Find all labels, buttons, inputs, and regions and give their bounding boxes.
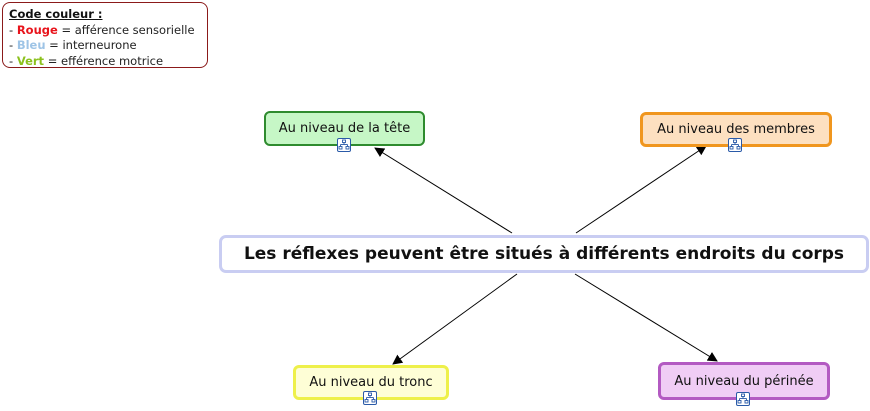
legend-keyword-vert: Vert <box>16 53 45 68</box>
link-to-perinee <box>574 273 718 362</box>
legend-prefix: - <box>9 22 17 37</box>
legend-item-bleu: - Bleu = interneurone <box>9 38 201 54</box>
central-topic-label: Les réflexes peuvent être situés à diffé… <box>243 244 845 264</box>
legend-prefix: - <box>9 38 17 52</box>
subtopic-tete[interactable]: Au niveau de la tête <box>264 111 425 146</box>
legend-keyword-rouge: Rouge <box>16 22 58 37</box>
central-topic[interactable]: Les réflexes peuvent être situés à diffé… <box>219 235 869 273</box>
legend-text: = efférence motrice <box>44 53 164 68</box>
color-code-legend: Code couleur : - Rouge = afférence senso… <box>2 2 208 68</box>
legend-item-vert: - Vert = efférence motrice <box>9 54 201 70</box>
sitemap-icon[interactable] <box>337 138 351 152</box>
legend-keyword-bleu: Bleu <box>16 38 46 52</box>
legend-text: = afférence sensorielle <box>57 22 195 37</box>
sitemap-icon[interactable] <box>728 138 742 152</box>
link-to-membres <box>575 145 707 234</box>
link-to-tronc <box>392 273 518 365</box>
subtopic-label: Au niveau des membres <box>657 122 815 137</box>
subtopic-membres[interactable]: Au niveau des membres <box>640 112 832 147</box>
legend-title: Code couleur : <box>9 7 103 21</box>
subtopic-label: Au niveau du périnée <box>674 373 814 389</box>
sitemap-icon[interactable] <box>736 392 750 406</box>
legend-item-rouge: - Rouge = afférence sensorielle <box>9 23 201 39</box>
sitemap-icon[interactable] <box>363 391 377 405</box>
subtopic-label: Au niveau de la tête <box>278 121 411 136</box>
link-to-tete <box>374 147 513 234</box>
legend-prefix: - <box>9 53 17 68</box>
legend-text: = interneurone <box>45 38 137 52</box>
subtopic-tronc[interactable]: Au niveau du tronc <box>293 365 449 400</box>
subtopic-label: Au niveau du tronc <box>309 375 433 390</box>
